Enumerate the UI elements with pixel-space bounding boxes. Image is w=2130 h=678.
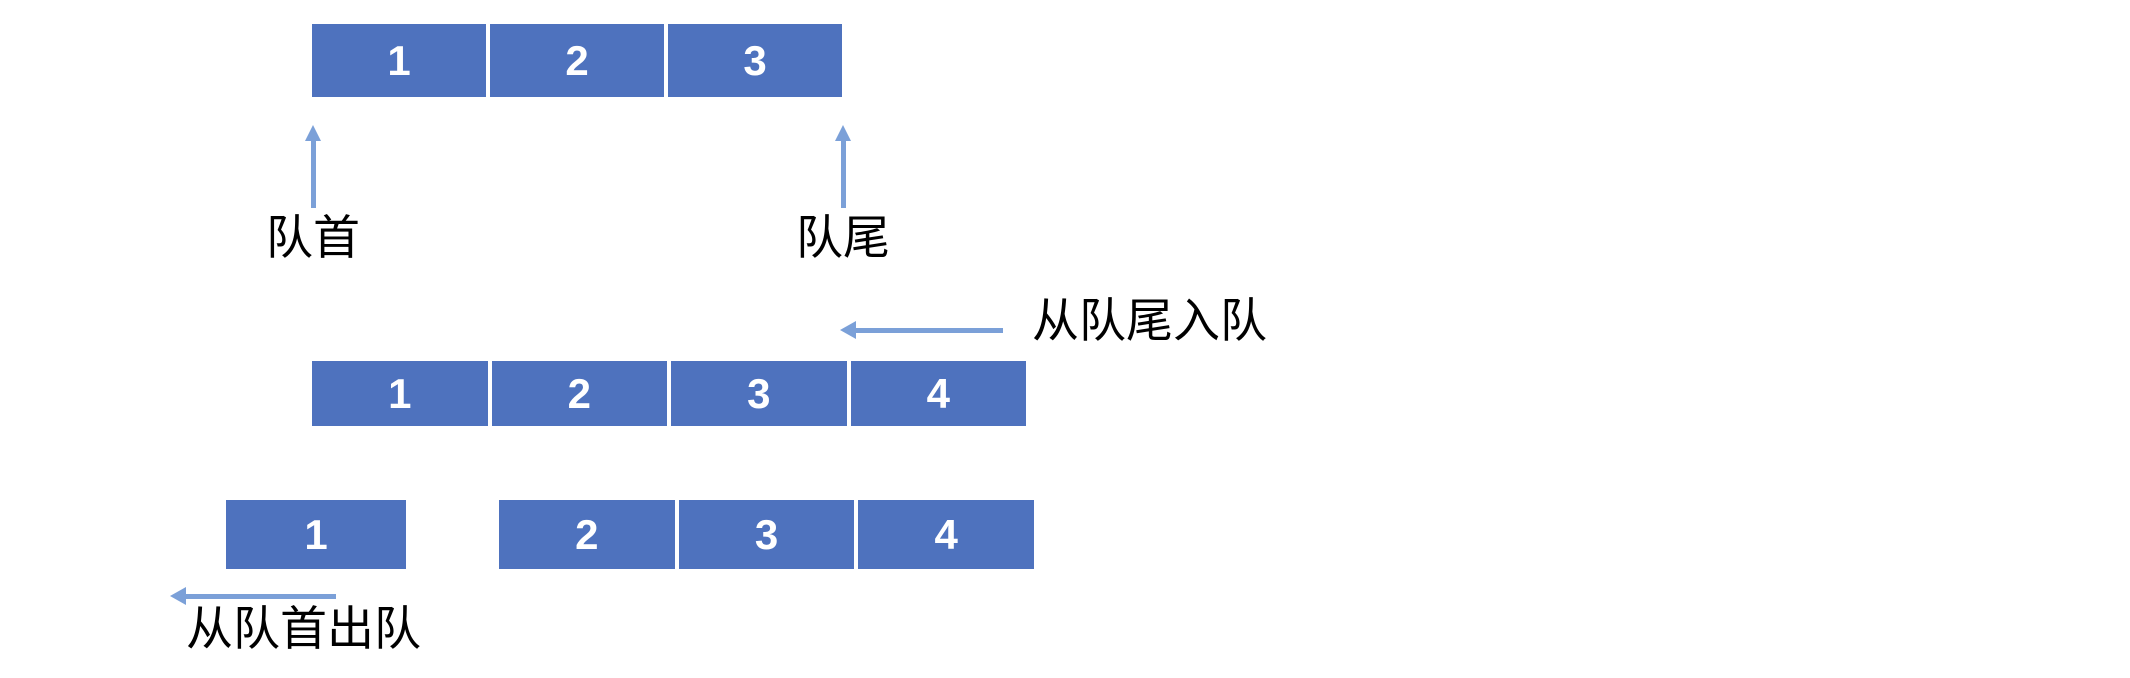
arrow-shaft	[310, 141, 316, 208]
arrow-shaft	[186, 593, 336, 599]
queue-cell: 2	[490, 24, 664, 97]
queue-cell: 2	[499, 500, 675, 569]
enqueue-left-arrow-icon	[840, 321, 1003, 339]
arrow-head	[835, 125, 851, 141]
dequeue-label: 从队首出队	[186, 604, 421, 656]
queue-after-enqueue-row: 1 2 3 4	[312, 361, 1026, 426]
rear-pointer-up-arrow-icon	[835, 125, 851, 208]
dequeued-element-box: 1	[226, 500, 406, 569]
queue-initial-row: 1 2 3	[312, 24, 842, 97]
arrow-shaft	[840, 141, 846, 208]
queue-cell: 2	[491, 361, 667, 426]
rear-label: 队尾	[796, 213, 890, 265]
front-label: 队首	[266, 213, 360, 265]
dequeue-left-arrow-icon	[170, 587, 336, 605]
arrow-head	[840, 321, 856, 339]
queue-cell: 1	[312, 361, 488, 426]
arrow-head	[305, 125, 321, 141]
queue-cell: 3	[668, 24, 842, 97]
arrow-shaft	[856, 327, 1003, 333]
front-pointer-up-arrow-icon	[305, 125, 321, 208]
queue-cell: 3	[671, 361, 847, 426]
queue-cell: 3	[678, 500, 855, 569]
queue-after-dequeue-row: 2 3 4	[499, 500, 1035, 569]
queue-cell: 4	[850, 361, 1026, 426]
enqueue-label: 从队尾入队	[1032, 296, 1267, 348]
arrow-head	[170, 587, 186, 605]
queue-cell: 4	[858, 500, 1035, 569]
queue-cell: 1	[226, 500, 406, 569]
queue-cell: 1	[312, 24, 486, 97]
